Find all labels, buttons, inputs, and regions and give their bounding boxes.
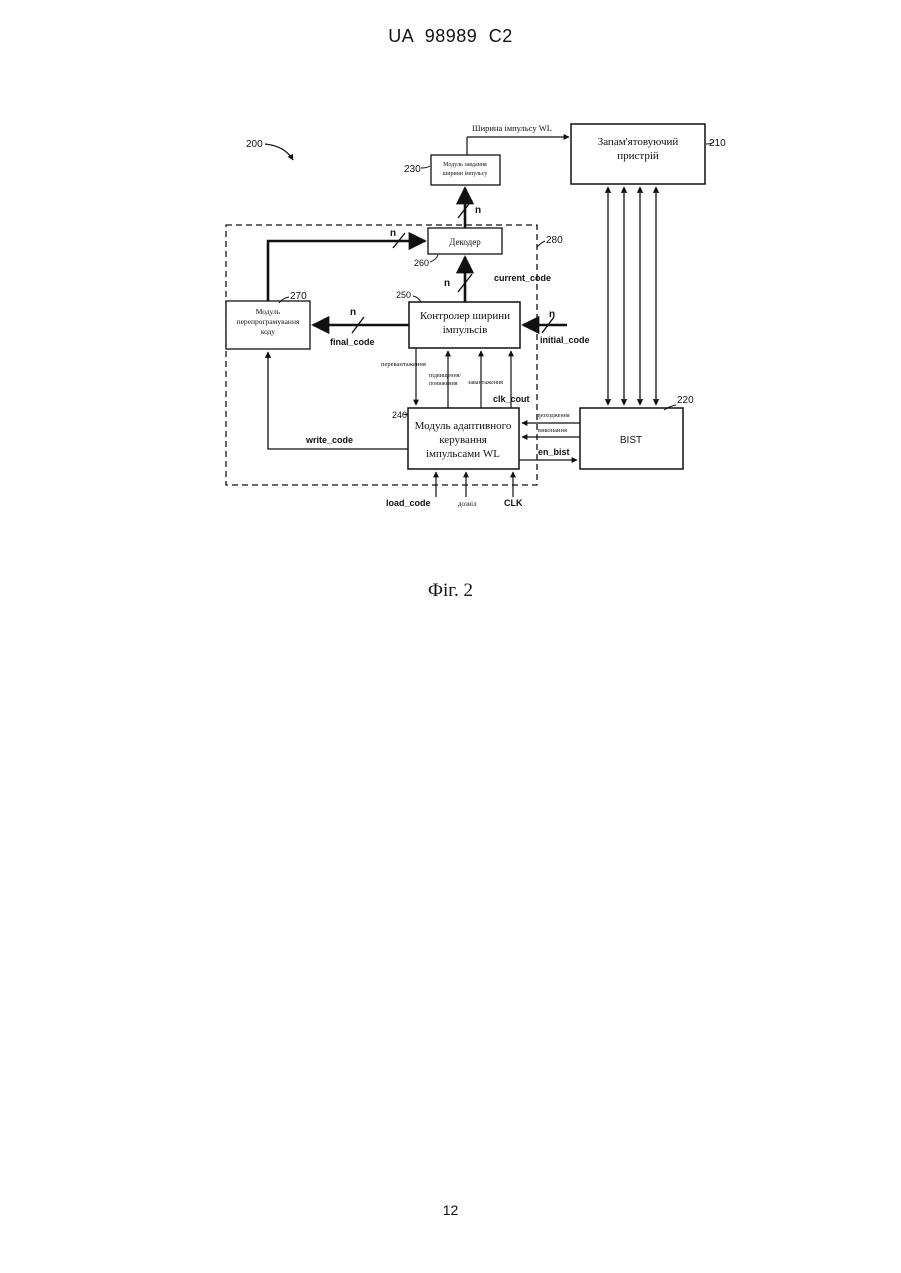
signal-initial-code: initial_code xyxy=(540,335,590,345)
signal-done: виконання xyxy=(538,427,567,434)
pulse-width-setter-block xyxy=(431,155,500,185)
signal-inc-dec-2: пониження xyxy=(429,381,458,387)
ref-280: 280 xyxy=(546,235,563,246)
memory-label-2: пристрій xyxy=(617,150,659,162)
memory-label-1: Запам'ятовуючий xyxy=(598,136,679,148)
bus-n-initial: n xyxy=(549,309,555,320)
pulse-setter-label-1: Модуль завдання xyxy=(443,162,487,168)
bus-n-current: n xyxy=(444,278,450,289)
ref-220: 220 xyxy=(677,395,694,406)
signal-load: завантаження xyxy=(468,380,503,386)
signal-current-code: current_code xyxy=(494,273,551,283)
signal-overload: перевантаження xyxy=(381,361,426,368)
bist-label: BIST xyxy=(620,435,642,446)
reprogram-label-2: перепрограмування xyxy=(237,317,300,326)
ref-200: 200 xyxy=(246,139,263,150)
adaptive-label-3: імпульсами WL xyxy=(426,448,500,460)
controller-label-2: імпульсів xyxy=(443,324,488,336)
signal-load-code: load_code xyxy=(386,498,431,508)
signal-inc-dec-1: підвищення/ xyxy=(429,373,461,379)
signal-clk-cout: clk_cout xyxy=(493,394,530,404)
reprogram-label-3: коду xyxy=(261,327,276,336)
signal-pass: проходження xyxy=(536,413,570,419)
adaptive-label-1: Модуль адаптивного xyxy=(415,420,512,432)
ref-260: 260 xyxy=(414,258,429,268)
signal-wl-width: Ширина імпульсу WL xyxy=(472,123,552,133)
controller-label-1: Контролер ширини xyxy=(420,310,510,322)
decoder-label: Декодер xyxy=(449,237,481,247)
pulse-setter-label-2: ширини імпульсу xyxy=(443,171,488,177)
signal-clk: CLK xyxy=(504,498,523,508)
reprogram-label-1: Модуль xyxy=(256,307,281,316)
signal-final-code: final_code xyxy=(330,337,375,347)
signal-write-code: write_code xyxy=(305,435,353,445)
ref-240: 240 xyxy=(392,410,407,420)
signal-enable: дозвіл xyxy=(458,500,477,508)
page-number: 12 xyxy=(0,1202,901,1218)
bus-n-decoder-out: n xyxy=(475,205,481,216)
adaptive-label-2: керування xyxy=(439,434,487,446)
bus-n-final: n xyxy=(350,307,356,318)
signal-en-bist: en_bist xyxy=(538,447,570,457)
ref-270: 270 xyxy=(290,291,307,302)
ref-210: 210 xyxy=(709,138,726,149)
figure-caption: Фіг. 2 xyxy=(0,580,901,602)
bus-n-reprogram: n xyxy=(390,228,396,239)
ref-230: 230 xyxy=(404,164,421,175)
ref-250: 250 xyxy=(396,290,411,300)
